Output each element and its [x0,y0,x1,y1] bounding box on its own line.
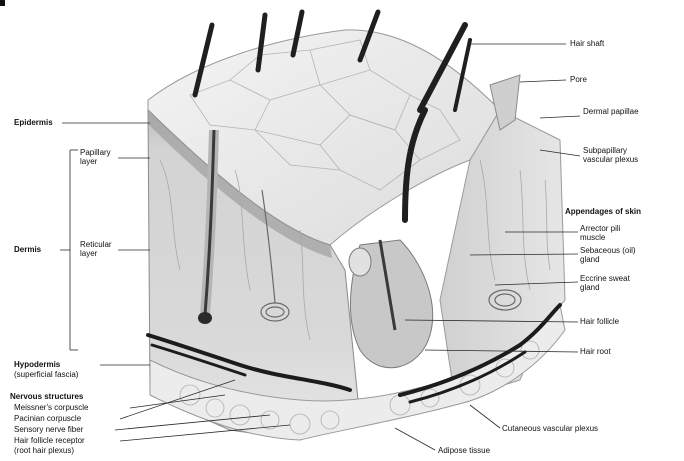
label-epidermis: Epidermis [14,118,53,127]
label-hair-follicle-receptor: Hair follicle receptor [14,436,85,445]
corner-mark [0,0,5,6]
label-sweat-gland: Eccrine sweat gland [580,274,650,292]
label-adipose-tissue: Adipose tissue [438,446,490,455]
label-appendages: Appendages of skin [565,207,641,216]
label-hypodermis-sub: (superficial fascia) [14,370,78,379]
label-sensory-nerve: Sensory nerve fiber [14,425,83,434]
label-pacinian: Pacinian corpuscle [14,414,81,423]
label-cutaneous-plexus: Cutaneous vascular plexus [502,424,598,433]
label-arrector-pili: Arrector pili muscle [580,224,640,242]
label-pore: Pore [570,75,587,84]
hair-follicle-right [349,240,433,368]
label-nervous-structures: Nervous structures [10,392,83,401]
label-subpapillary-plexus: Subpapillary vascular plexus [583,146,653,164]
label-hair-follicle: Hair follicle [580,317,619,326]
label-reticular-layer: Reticular layer [80,240,118,258]
label-root-hair-plexus: (root hair plexus) [14,446,74,455]
label-sebaceous-gland: Sebaceous (oil) gland [580,246,650,264]
label-dermis: Dermis [14,245,41,254]
label-hair-shaft: Hair shaft [570,39,604,48]
label-papillary-layer: Papillary layer [80,148,118,166]
label-hair-root: Hair root [580,347,611,356]
label-hypodermis: Hypodermis [14,360,60,369]
label-dermal-papillae: Dermal papillae [583,107,643,116]
label-meissner: Meissner's corpuscle [14,403,88,412]
